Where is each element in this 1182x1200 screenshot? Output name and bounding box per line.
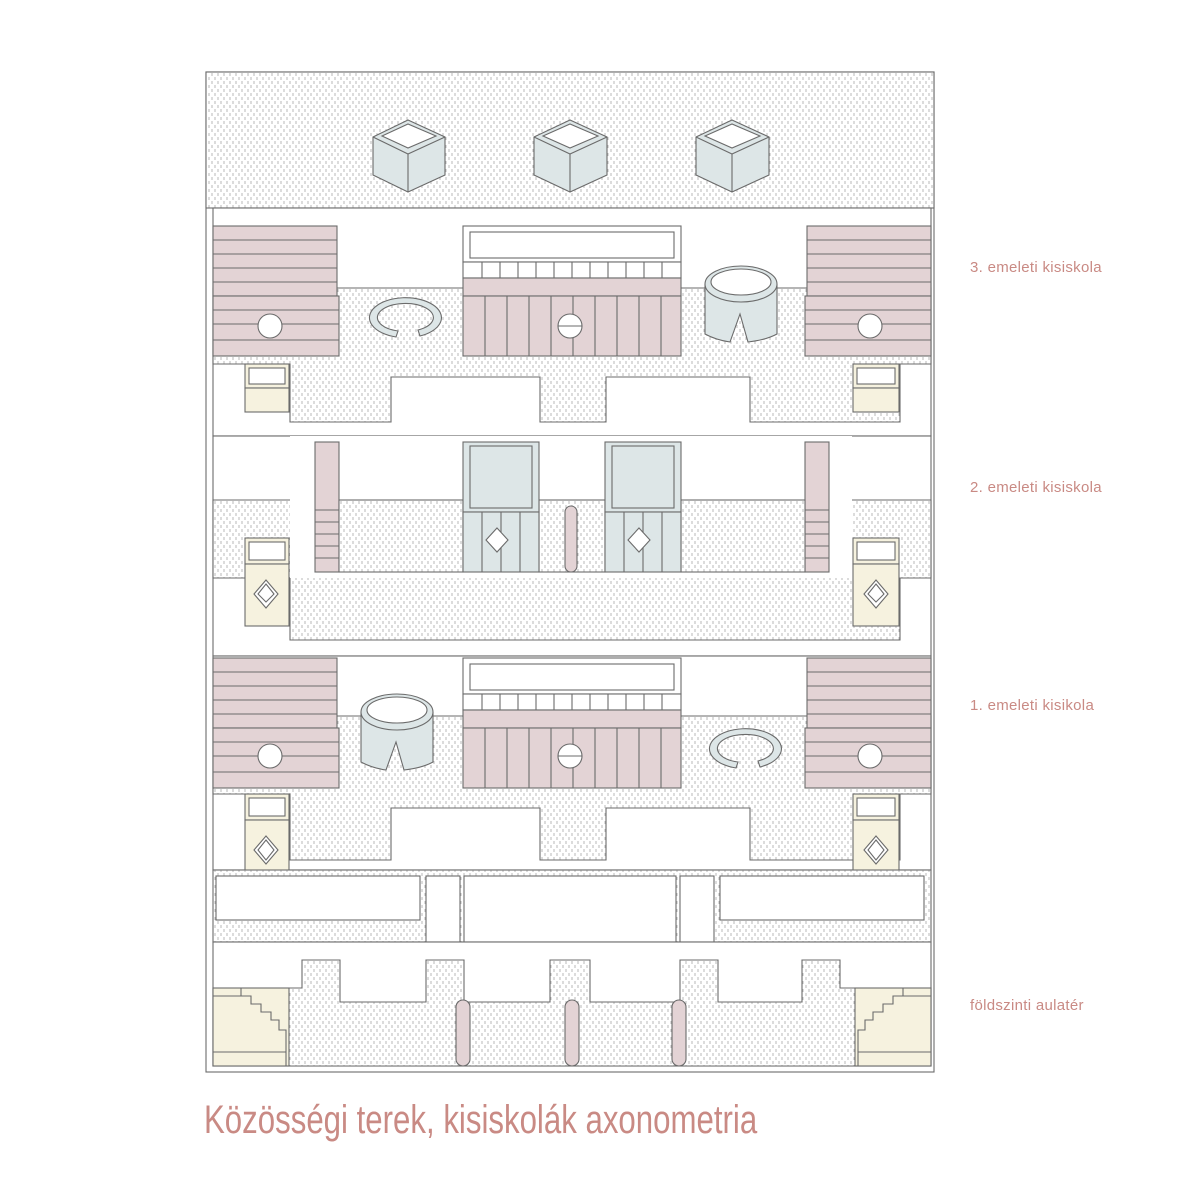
level-1-label: 1. emeleti kisikola (970, 697, 1095, 714)
roof-skylight (695, 119, 770, 193)
level-2 (212, 435, 932, 657)
level-1 (212, 655, 932, 883)
stairs-left (212, 987, 290, 1067)
column (455, 999, 471, 1067)
column (671, 999, 687, 1067)
mezzanine-band (212, 869, 932, 943)
level-3-label: 3. emeleti kisiskola (970, 259, 1102, 276)
ground-floor (212, 941, 932, 1067)
roof-skylight (372, 119, 446, 193)
column (564, 999, 580, 1067)
level-2-label: 2. emeleti kisiskola (970, 479, 1102, 496)
level-3 (212, 207, 932, 437)
roof-skylight (533, 119, 608, 193)
stairs-right (854, 987, 932, 1067)
roof (205, 71, 935, 209)
ground-floor-label: földszinti aulatér (970, 997, 1084, 1014)
drawing-caption: Közösségi terek, kisiskolák axonometria (204, 1098, 758, 1142)
